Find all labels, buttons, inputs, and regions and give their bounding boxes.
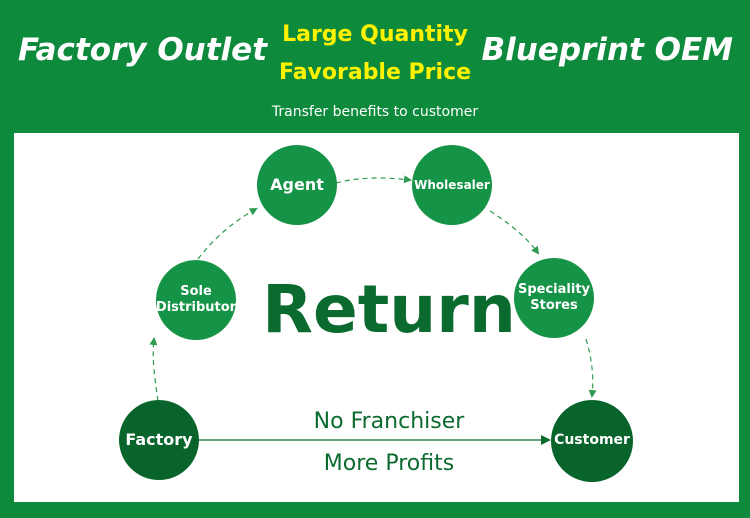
node-sole-distributor-line1: Sole <box>180 283 212 299</box>
node-customer: Customer <box>551 400 633 482</box>
arrow-speciality-to-customer <box>585 338 597 398</box>
arrow-sole-to-agent <box>197 208 258 260</box>
header-blueprint-oem: Blueprint OEM <box>481 32 733 68</box>
node-factory: Factory <box>119 400 199 480</box>
node-wholesaler-label: Wholesaler <box>414 177 490 192</box>
diagram-panel: Sole Distributor Agent Wholesaler Specia… <box>14 133 739 502</box>
node-agent: Agent <box>257 145 337 225</box>
direct-label-no-franchiser: No Franchiser <box>313 409 465 434</box>
header-factory-outlet: Factory Outlet <box>18 32 268 68</box>
node-agent-label: Agent <box>270 175 324 194</box>
return-label: Return <box>262 271 516 348</box>
arrow-agent-to-wholesaler <box>335 175 412 184</box>
arrow-factory-to-sole <box>149 337 159 402</box>
header-large-quantity: Large Quantity <box>282 22 468 47</box>
node-wholesaler: Wholesaler <box>412 145 492 225</box>
arrow-wholesaler-to-speciality <box>489 210 540 255</box>
node-speciality-line1: Speciality <box>517 281 591 297</box>
header-favorable-price: Favorable Price <box>278 60 472 85</box>
flow-arrows <box>149 175 597 445</box>
direct-label-more-profits: More Profits <box>323 451 455 476</box>
tagline: Transfer benefits to customer <box>271 104 479 120</box>
node-speciality-line2: Stores <box>530 298 578 313</box>
node-customer-label: Customer <box>554 432 630 449</box>
node-sole-distributor-line2: Distributor <box>155 300 237 315</box>
node-factory-label: Factory <box>125 430 193 449</box>
node-speciality-stores: Speciality Stores <box>514 258 594 338</box>
node-sole-distributor: Sole Distributor <box>156 260 236 340</box>
